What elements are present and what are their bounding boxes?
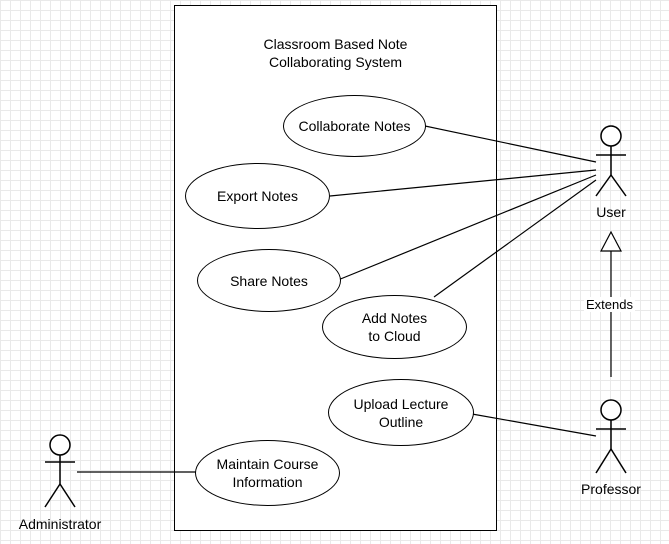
usecase-upload-lecture-outline[interactable]: Upload Lecture Outline bbox=[328, 379, 474, 446]
actor-administrator-figure bbox=[44, 434, 76, 508]
extends-label: Extends bbox=[584, 297, 635, 312]
association-collaborate-user bbox=[424, 125, 597, 163]
actor-administrator-label: Administrator bbox=[18, 516, 102, 532]
usecase-export-notes[interactable]: Export Notes bbox=[185, 163, 330, 229]
association-upload-professor bbox=[471, 413, 597, 437]
usecase-collaborate-notes[interactable]: Collaborate Notes bbox=[283, 95, 426, 157]
usecase-share-notes[interactable]: Share Notes bbox=[197, 249, 341, 312]
usecase-maintain-course-information[interactable]: Maintain Course Information bbox=[195, 440, 340, 506]
extends-arrowhead bbox=[600, 230, 622, 252]
actor-professor-figure bbox=[595, 399, 627, 474]
association-cloud-user bbox=[433, 179, 597, 298]
system-title: Classroom Based Note Collaborating Syste… bbox=[263, 36, 408, 70]
actor-user-label: User bbox=[596, 204, 626, 220]
usecase-add-notes-cloud[interactable]: Add Notes to Cloud bbox=[322, 295, 467, 359]
actor-user-figure bbox=[595, 125, 627, 197]
association-share-user bbox=[337, 174, 597, 281]
association-export-user bbox=[329, 169, 597, 197]
actor-professor-label: Professor bbox=[581, 481, 641, 497]
